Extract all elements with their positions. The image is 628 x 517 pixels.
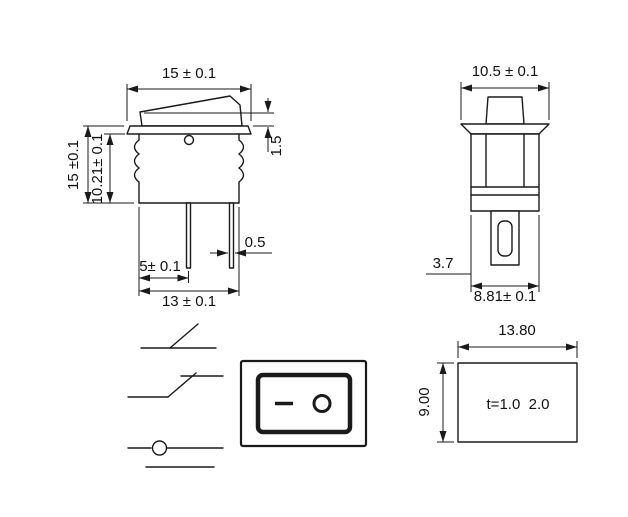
body-side-left — [133, 133, 141, 204]
dim-label-cutout-height: 9.00 — [416, 387, 433, 416]
pivot-hole — [183, 134, 195, 146]
dim-label-front-body-width: 13 ± 0.1 — [162, 293, 216, 310]
dim-label-front-overall-height: 15 ±0.1 — [65, 140, 82, 190]
moving-contact-line — [169, 323, 199, 349]
dim-label-front-top-width: 15 ± 0.1 — [162, 65, 216, 82]
side-body-outline — [470, 133, 540, 212]
body-side-right — [237, 133, 245, 204]
side-view: 10.5 ± 0.1 3.7 8.81± 0.1 — [426, 63, 550, 305]
off-marking-circle — [312, 394, 332, 413]
dim-label-stem-offset: 3.7 — [433, 255, 454, 272]
dim-label-cutout-width: 13.80 — [498, 322, 536, 339]
rocker-top-view — [239, 359, 368, 448]
terminal-pin-left — [185, 202, 192, 269]
panel-thickness-note: t=1.0 2.0 — [487, 396, 550, 413]
dim-label-side-top-width: 10.5 ± 0.1 — [472, 63, 539, 80]
stem-slot — [497, 220, 513, 257]
moving-contact-line — [167, 372, 197, 398]
terminal-circle — [151, 440, 168, 456]
rocker-frame — [255, 372, 353, 435]
bezel-outline — [239, 359, 368, 448]
front-view: 15 ± 0.1 15 ±0.1 10.21± 0.1 1.5 0.5 5± 0… — [65, 65, 285, 310]
dim-label-pin-thickness: 0.5 — [245, 234, 266, 251]
side-flange-outline — [460, 123, 550, 135]
rocker-actuator-outline — [139, 95, 243, 127]
circuit-symbol — [127, 323, 224, 468]
dim-label-pin-offset: 5± 0.1 — [139, 258, 181, 275]
dim-label-rocker-protrusion: 1.5 — [268, 136, 285, 157]
flange-outline — [126, 125, 252, 135]
panel-cutout-view: 13.80 9.00 t=1.0 2.0 — [416, 322, 578, 443]
dim-label-body-depth: 8.81± 0.1 — [474, 288, 536, 305]
stem-outline — [490, 210, 520, 266]
cutout-rectangle — [457, 362, 578, 443]
button-outline — [485, 96, 525, 125]
terminal-pin-right — [228, 202, 235, 269]
dim-label-front-body-height: 10.21± 0.1 — [89, 134, 106, 205]
